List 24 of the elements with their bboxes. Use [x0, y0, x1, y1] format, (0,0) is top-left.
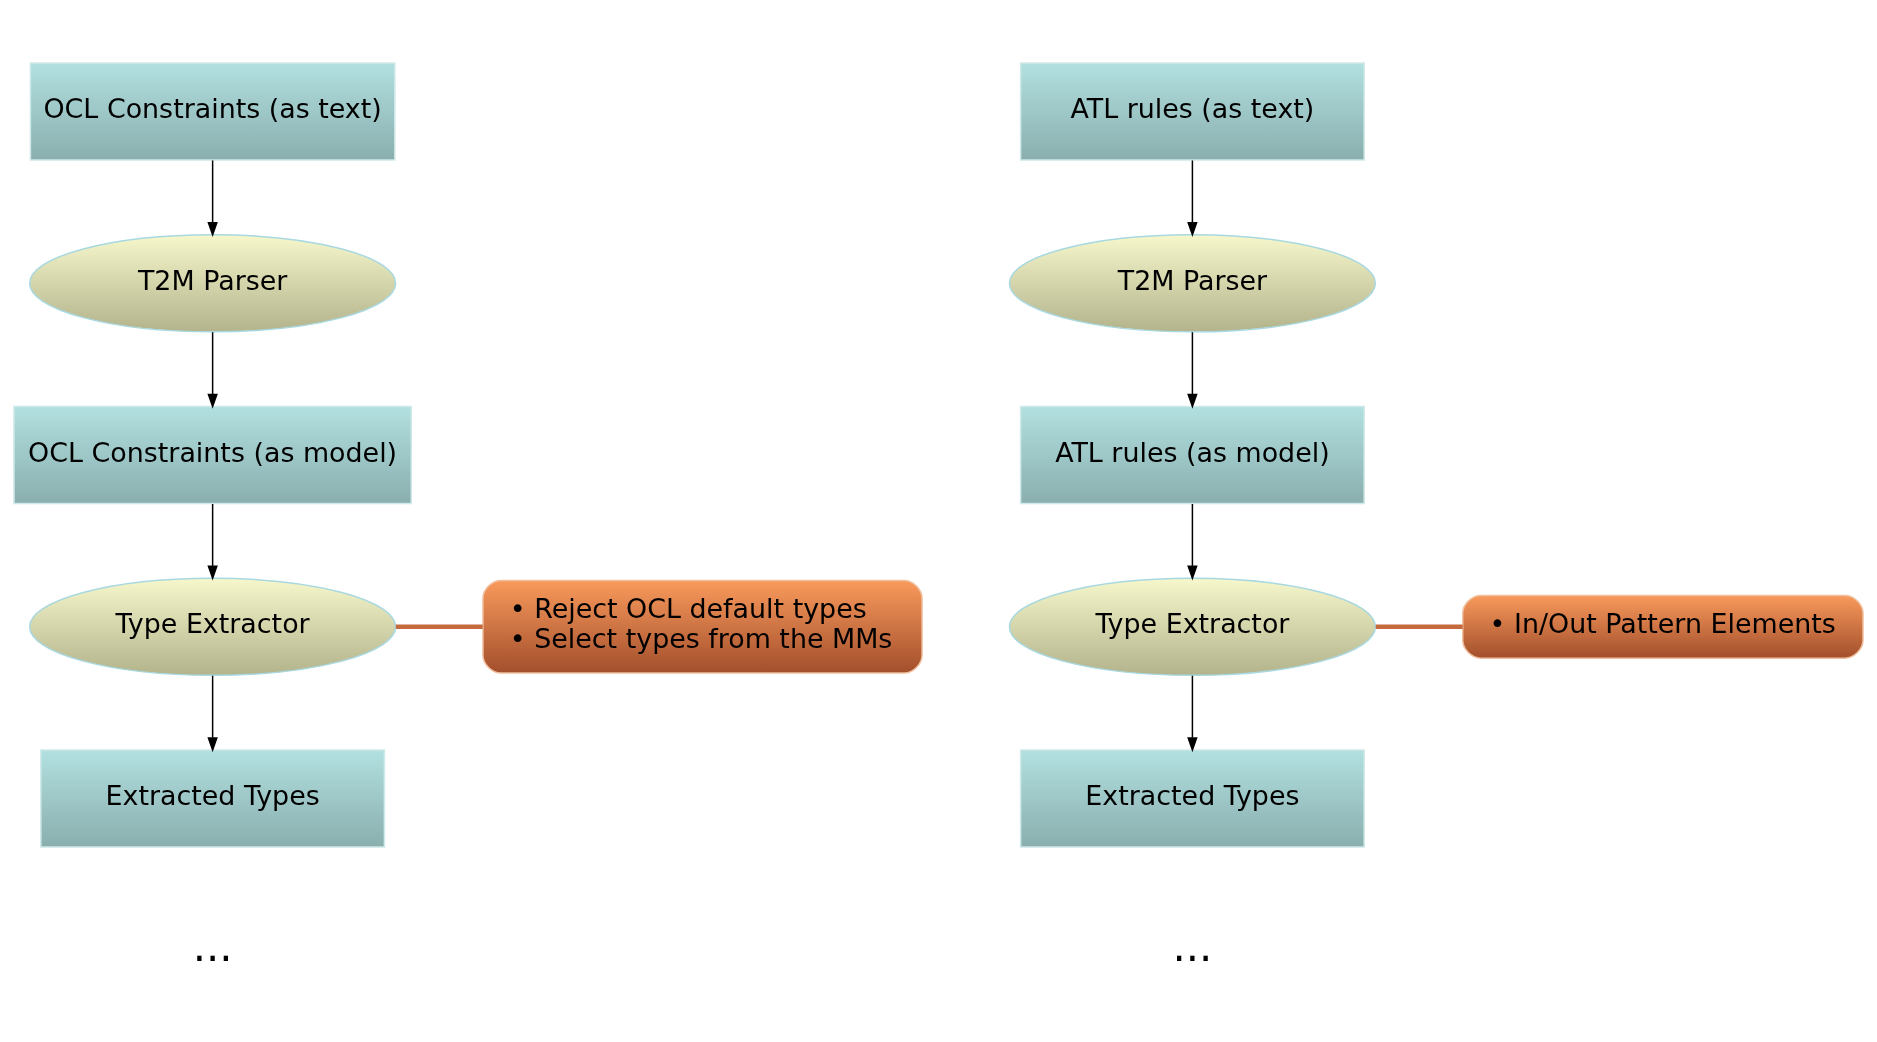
node-box: • Reject OCL default types • Select types from the MMs [482, 579, 923, 674]
arrow [1187, 331, 1198, 409]
arrow [207, 331, 218, 409]
label: ... [1172, 921, 1213, 971]
node-ellipse: T2M Parser [1008, 233, 1377, 333]
arrow [1187, 159, 1198, 237]
node-box: OCL Constraints (as text) [29, 61, 396, 161]
node-ellipse: Type Extractor [1008, 577, 1377, 676]
arrow [207, 159, 218, 237]
connector [395, 624, 483, 629]
node-box: Extracted Types [40, 748, 386, 848]
node-box: • In/Out Pattern Elements [1462, 594, 1864, 659]
arrow [207, 502, 218, 580]
node-box: Extracted Types [1019, 748, 1365, 848]
node-box: OCL Constraints (as model) [13, 405, 412, 504]
node-box: ATL rules (as model) [1019, 405, 1365, 504]
arrow [1187, 674, 1198, 752]
arrow [1187, 502, 1198, 580]
node-ellipse: Type Extractor [28, 577, 397, 676]
arrow [207, 674, 218, 752]
connector [1375, 624, 1463, 629]
node-ellipse: T2M Parser [28, 233, 397, 333]
label: ... [192, 921, 233, 971]
node-box: ATL rules (as text) [1019, 61, 1365, 161]
